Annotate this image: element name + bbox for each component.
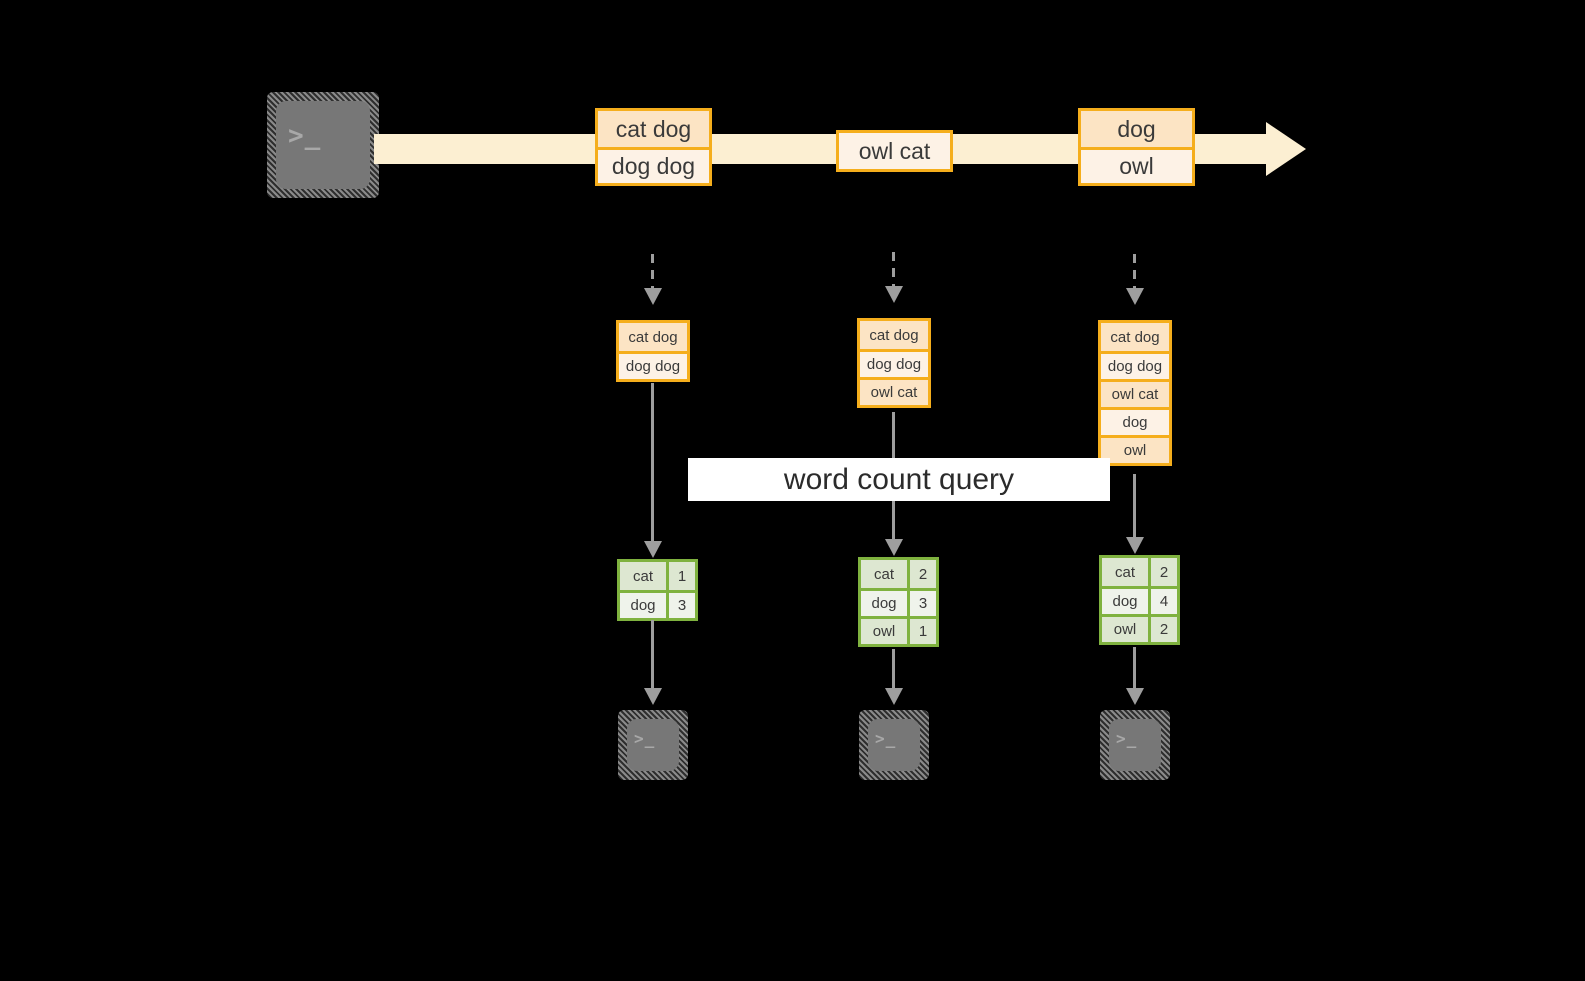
- snapshot-3-query-arrowhead: [1126, 537, 1144, 554]
- table-row: cat 2: [861, 560, 936, 588]
- result-count: 1: [907, 619, 936, 644]
- snapshot-3-dashed-connector: [1133, 254, 1136, 288]
- snapshot-3-sink-terminal-icon: >_: [1100, 710, 1170, 780]
- query-label: word count query: [688, 458, 1110, 501]
- result-word: owl: [861, 619, 907, 644]
- table-row: cat 1: [620, 562, 695, 590]
- snapshot-2-input-row: owl cat: [860, 377, 928, 405]
- terminal-screen: >_: [627, 719, 679, 771]
- snapshot-1-query-connector: [651, 383, 654, 541]
- result-count: 2: [1148, 558, 1177, 586]
- snapshot-1-sink-arrowhead: [644, 688, 662, 705]
- snapshot-2-input-row: dog dog: [860, 349, 928, 377]
- table-row: dog 3: [620, 590, 695, 618]
- result-word: dog: [1102, 589, 1148, 614]
- snapshot-2-dashed-connector: [892, 252, 895, 286]
- terminal-screen: >_: [276, 101, 370, 189]
- snapshot-1-result-table: cat 1 dog 3: [617, 559, 698, 621]
- result-count: 3: [907, 591, 936, 616]
- terminal-screen: >_: [1109, 719, 1161, 771]
- snapshot-1-input-table: cat dog dog dog: [616, 320, 690, 382]
- snapshot-2-dashed-arrowhead: [885, 286, 903, 303]
- result-word: owl: [1102, 617, 1148, 642]
- snapshot-3-input-row: dog dog: [1101, 351, 1169, 379]
- result-word: cat: [620, 562, 666, 590]
- stream-event-3-line-1: dog: [1081, 111, 1192, 147]
- snapshot-2-input-row: cat dog: [860, 321, 928, 349]
- terminal-prompt-glyph: >_: [1116, 729, 1138, 748]
- result-word: cat: [861, 560, 907, 588]
- snapshot-3-input-row: owl cat: [1101, 379, 1169, 407]
- terminal-prompt-glyph: >_: [634, 729, 656, 748]
- snapshot-2-input-table: cat dog dog dog owl cat: [857, 318, 931, 408]
- snapshot-3-result-table: cat 2 dog 4 owl 2: [1099, 555, 1180, 645]
- table-row: dog 4: [1102, 586, 1177, 614]
- stream-event-3-line-2: owl: [1081, 147, 1192, 183]
- stream-event-2: owl cat: [836, 130, 953, 172]
- stream-event-1: cat dog dog dog: [595, 108, 712, 186]
- snapshot-3-dashed-arrowhead: [1126, 288, 1144, 305]
- result-count: 1: [666, 562, 695, 590]
- result-word: cat: [1102, 558, 1148, 586]
- snapshot-2-query-arrowhead: [885, 539, 903, 556]
- snapshot-3-input-row: owl: [1101, 435, 1169, 463]
- snapshot-1-input-row: dog dog: [619, 351, 687, 379]
- snapshot-1-sink-connector: [651, 620, 654, 688]
- snapshot-3-input-table: cat dog dog dog owl cat dog owl: [1098, 320, 1172, 466]
- snapshot-3-query-connector: [1133, 474, 1136, 537]
- stream-event-3: dog owl: [1078, 108, 1195, 186]
- snapshot-1-query-arrowhead: [644, 541, 662, 558]
- snapshot-1-input-row: cat dog: [619, 323, 687, 351]
- snapshot-1-dashed-arrowhead: [644, 288, 662, 305]
- source-terminal-icon: >_: [267, 92, 379, 198]
- result-count: 2: [907, 560, 936, 588]
- stream-arrow-head: [1266, 122, 1306, 176]
- terminal-screen: >_: [868, 719, 920, 771]
- result-count: 3: [666, 593, 695, 618]
- snapshot-2-result-table: cat 2 dog 3 owl 1: [858, 557, 939, 647]
- terminal-prompt-glyph: >_: [875, 729, 897, 748]
- result-word: dog: [620, 593, 666, 618]
- table-row: cat 2: [1102, 558, 1177, 586]
- table-row: owl 1: [861, 616, 936, 644]
- snapshot-2-sink-terminal-icon: >_: [859, 710, 929, 780]
- snapshot-3-input-row: dog: [1101, 407, 1169, 435]
- result-count: 4: [1148, 589, 1177, 614]
- snapshot-1-dashed-connector: [651, 254, 654, 288]
- snapshot-2-sink-connector: [892, 649, 895, 688]
- snapshot-3-sink-arrowhead: [1126, 688, 1144, 705]
- snapshot-3-sink-connector: [1133, 647, 1136, 688]
- snapshot-3-input-row: cat dog: [1101, 323, 1169, 351]
- result-word: dog: [861, 591, 907, 616]
- result-count: 2: [1148, 617, 1177, 642]
- stream-event-2-line-1: owl cat: [839, 133, 950, 169]
- table-row: owl 2: [1102, 614, 1177, 642]
- snapshot-2-sink-arrowhead: [885, 688, 903, 705]
- stream-event-1-line-2: dog dog: [598, 147, 709, 183]
- snapshot-1-sink-terminal-icon: >_: [618, 710, 688, 780]
- stream-event-1-line-1: cat dog: [598, 111, 709, 147]
- table-row: dog 3: [861, 588, 936, 616]
- terminal-prompt-glyph: >_: [288, 121, 322, 151]
